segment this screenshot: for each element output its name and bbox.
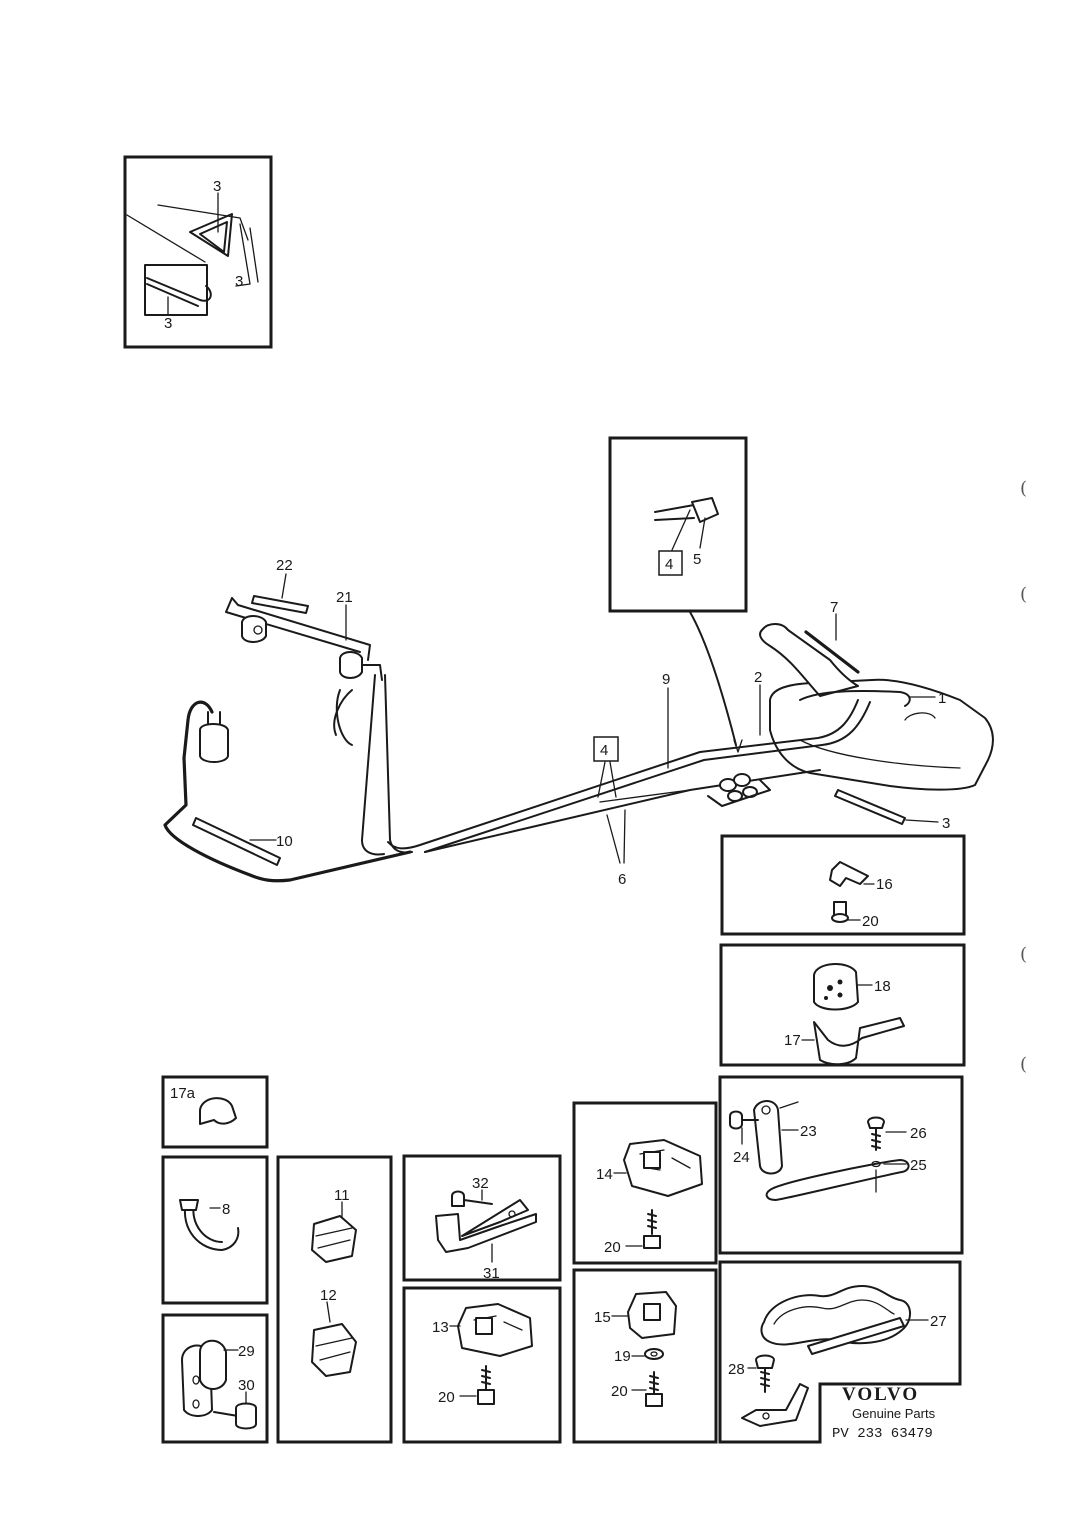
box-clamp-18: 18 17 xyxy=(719,943,966,1067)
label-28: 28 xyxy=(728,1361,745,1378)
label-9: 9 xyxy=(662,671,670,688)
label-1: 1 xyxy=(938,690,946,707)
margin-mark-2: ( xyxy=(1020,584,1027,605)
box-strap-23: 23 24 25 26 xyxy=(718,1075,964,1255)
inset-label-3a: 3 xyxy=(213,178,221,195)
label-25: 25 xyxy=(910,1157,927,1174)
volvo-brand-block: VOLVO Genuine Parts PV 233 63479 xyxy=(832,1384,936,1442)
inset-grommet: 3 3 3 xyxy=(123,155,273,349)
inset-label-3b: 3 xyxy=(235,273,243,290)
box-clip-27: 27 28 xyxy=(718,1260,962,1444)
label-6: 6 xyxy=(618,871,626,888)
margin-mark-4: ( xyxy=(1020,1054,1027,1075)
part-number: PV 233 63479 xyxy=(832,1426,933,1442)
label-14: 14 xyxy=(596,1166,613,1183)
box-clips-11-12: 11 12 xyxy=(276,1155,393,1444)
label-12: 12 xyxy=(320,1287,337,1304)
label-26: 26 xyxy=(910,1125,927,1142)
box-clip-14: 14 20 xyxy=(572,1101,718,1265)
box-clip-16: 16 20 xyxy=(720,834,966,936)
brand-logo: VOLVO xyxy=(842,1384,919,1405)
label-20-box16: 20 xyxy=(862,913,879,930)
label-20-box15: 20 xyxy=(611,1383,628,1400)
box-bracket-31: 32 31 xyxy=(402,1154,562,1282)
box-clamp-17a: 17a xyxy=(161,1075,269,1149)
label-30: 30 xyxy=(238,1377,255,1394)
label-7: 7 xyxy=(830,599,838,616)
margin-marks: ( ( ( ( xyxy=(1020,478,1027,1075)
label-20-box14: 20 xyxy=(604,1239,621,1256)
inset-union: 4 5 xyxy=(608,436,748,753)
label-27: 27 xyxy=(930,1313,947,1330)
label-15: 15 xyxy=(594,1309,611,1326)
label-8: 8 xyxy=(222,1201,230,1218)
box-clip-8: 8 xyxy=(161,1155,269,1305)
label-3-main: 3 xyxy=(942,815,950,832)
label-17a: 17a xyxy=(170,1085,196,1102)
inset-label-3c: 3 xyxy=(164,315,172,332)
label-22: 22 xyxy=(276,557,293,574)
margin-mark-3: ( xyxy=(1020,944,1027,965)
label-19: 19 xyxy=(614,1348,631,1365)
box-clip-13: 13 20 xyxy=(402,1286,562,1444)
label-21: 21 xyxy=(336,589,353,606)
label-13: 13 xyxy=(432,1319,449,1336)
box-clamp-29: 29 30 xyxy=(161,1313,269,1444)
fuel-line-assembly: 7 3 1 2 9 4 6 xyxy=(163,557,994,888)
brand-tagline: Genuine Parts xyxy=(852,1406,936,1421)
label-20-box13: 20 xyxy=(438,1389,455,1406)
label-23: 23 xyxy=(800,1123,817,1140)
label-4-inset: 4 xyxy=(665,556,673,573)
label-2: 2 xyxy=(754,669,762,686)
label-16: 16 xyxy=(876,876,893,893)
label-17: 17 xyxy=(784,1032,801,1049)
line-connector xyxy=(707,773,771,807)
label-10: 10 xyxy=(276,833,293,850)
box-clip-15: 15 19 20 xyxy=(572,1268,718,1444)
label-31: 31 xyxy=(483,1265,500,1282)
margin-mark-1: ( xyxy=(1020,478,1027,499)
label-18: 18 xyxy=(874,978,891,995)
label-24: 24 xyxy=(733,1149,750,1166)
label-4-main: 4 xyxy=(600,742,608,759)
label-32: 32 xyxy=(472,1175,489,1192)
label-11: 11 xyxy=(334,1187,350,1204)
label-5: 5 xyxy=(693,551,701,568)
label-29: 29 xyxy=(238,1343,255,1360)
